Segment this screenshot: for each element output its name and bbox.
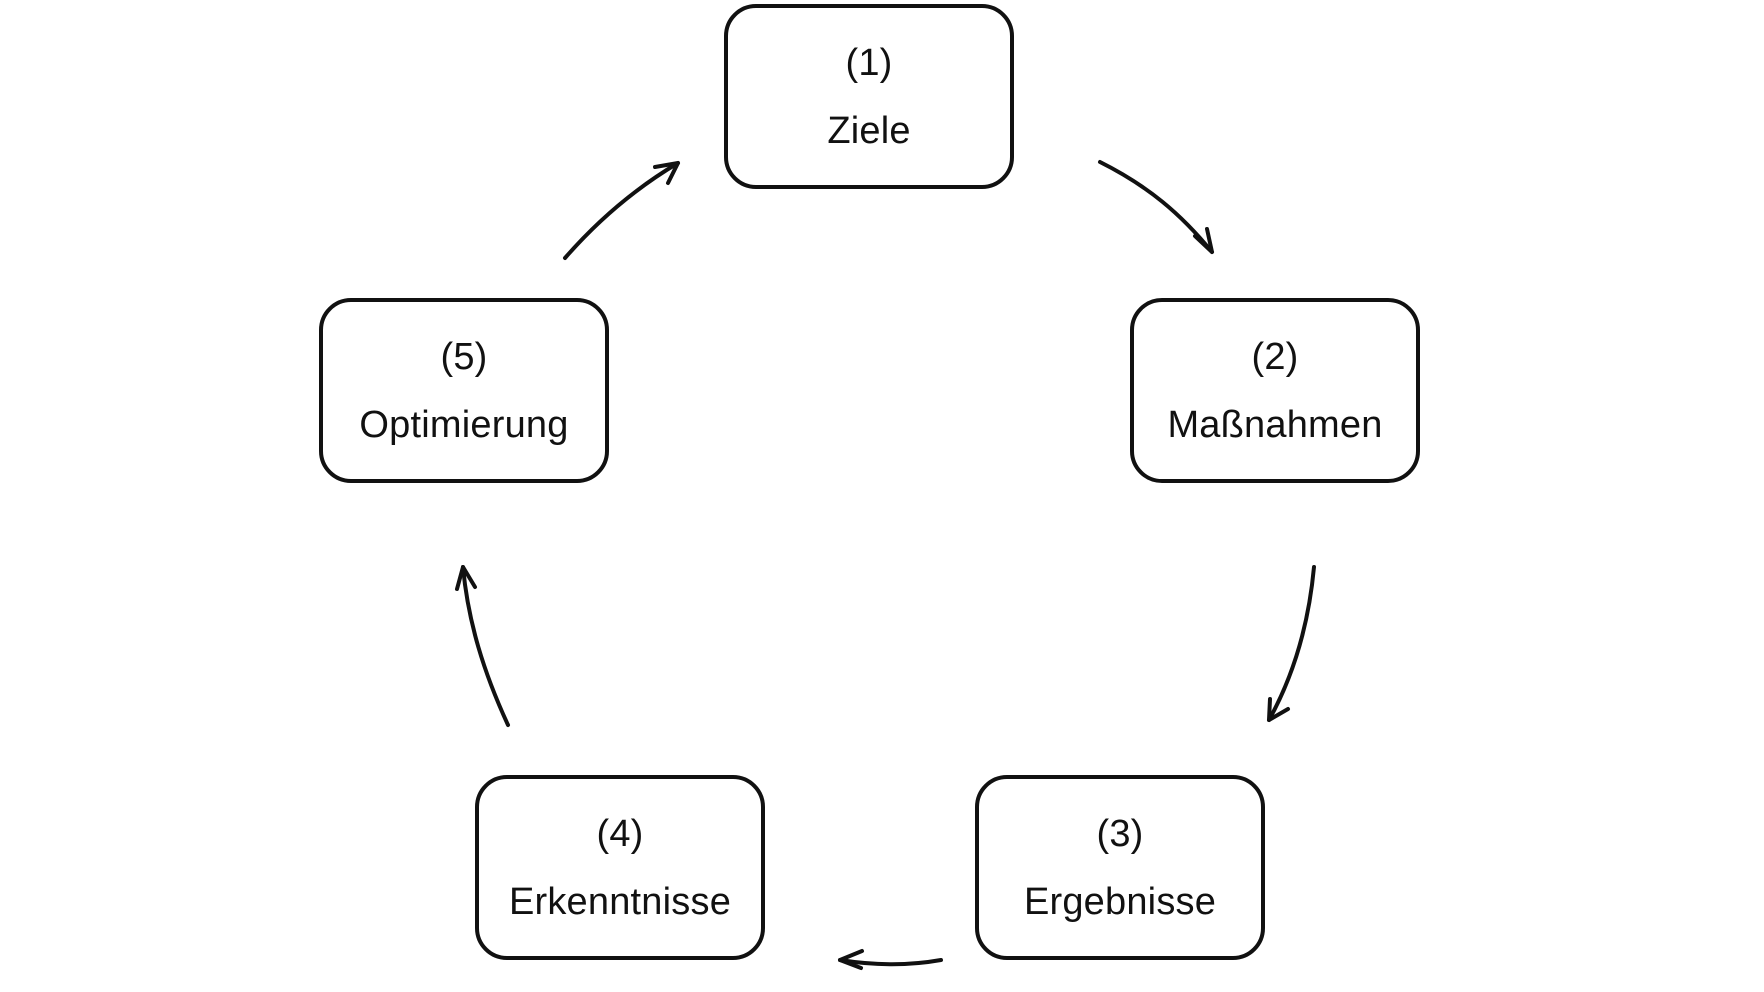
step-number: (4)	[596, 812, 644, 855]
arrow-3-to-4	[838, 949, 943, 970]
arrow-4-to-5	[455, 565, 510, 727]
arrow-1-to-2	[1098, 160, 1214, 254]
arrow-5-to-1	[563, 161, 680, 260]
step-label: Optimierung	[359, 403, 569, 446]
cycle-step-2: (2) Maßnahmen	[1130, 298, 1420, 483]
step-label: Erkenntnisse	[508, 880, 732, 923]
cycle-step-1: (1) Ziele	[724, 4, 1014, 189]
cycle-step-3: (3) Ergebnisse	[975, 775, 1265, 960]
step-number: (5)	[440, 335, 488, 378]
step-number: (2)	[1251, 335, 1299, 378]
step-label: Maßnahmen	[1167, 403, 1383, 446]
cycle-step-4: (4) Erkenntnisse	[475, 775, 765, 960]
step-label: Ergebnisse	[1023, 880, 1217, 923]
step-label: Ziele	[827, 109, 911, 152]
step-number: (1)	[845, 41, 893, 84]
cycle-step-5: (5) Optimierung	[319, 298, 609, 483]
arrow-2-to-3	[1267, 565, 1316, 722]
step-number: (3)	[1096, 812, 1144, 855]
